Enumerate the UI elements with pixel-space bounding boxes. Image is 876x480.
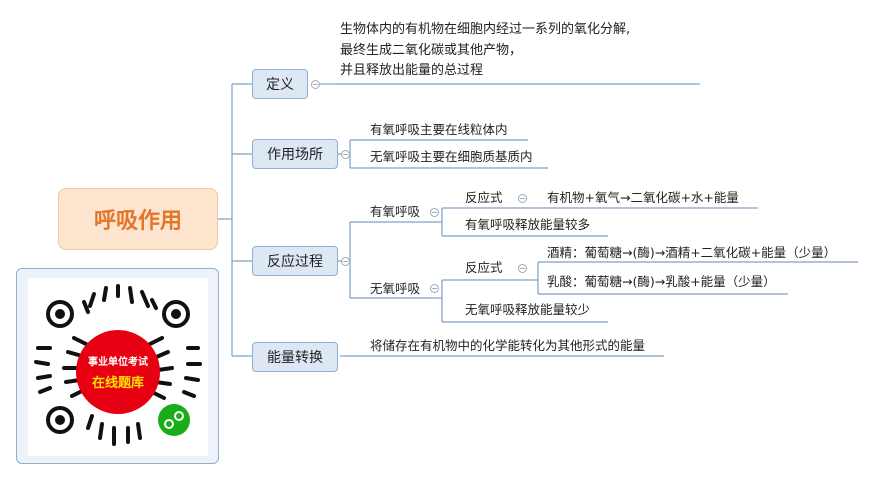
site-aerobic-text: 有氧呼吸主要在线粒体内 (370, 122, 508, 137)
aerobic-equation: 有机物+氧气→二氧化碳+水+能量 (547, 190, 739, 205)
collapse-icon[interactable]: − (518, 264, 527, 273)
node-definition-label: 定义 (266, 77, 294, 93)
node-energy-conversion[interactable]: 能量转换 (252, 342, 338, 372)
collapse-icon[interactable]: − (518, 194, 527, 203)
definition-text-line-3: 并且释放出能量的总过程 (340, 63, 484, 78)
aerobic-energy-text: 有氧呼吸释放能量较多 (465, 217, 591, 232)
central-topic-title: 呼吸作用 (93, 209, 182, 234)
anaerobic-lactic-equation: 乳酸：葡萄糖→(酶)→乳酸+能量（少量） (547, 274, 776, 289)
node-site[interactable]: 作用场所 (252, 139, 338, 169)
node-definition[interactable]: 定义 (252, 69, 308, 99)
node-energy-conversion-label: 能量转换 (267, 350, 323, 366)
site-anaerobic-text: 无氧呼吸主要在细胞质基质内 (370, 149, 533, 164)
central-topic: 呼吸作用 (58, 188, 218, 250)
node-process-label: 反应过程 (267, 254, 323, 270)
anaerobic-equation-label: 反应式 (465, 260, 503, 275)
definition-text-line-1: 生物体内的有机物在细胞内经过一系列的氧化分解, (340, 22, 631, 37)
energy-conversion-text: 将储存在有机物中的化学能转化为其他形式的能量 (370, 338, 646, 353)
node-process[interactable]: 反应过程 (252, 246, 338, 276)
qr-badge-line-2: 在线题库 (91, 376, 144, 391)
collapse-icon[interactable]: − (311, 80, 320, 89)
aerobic-label: 有氧呼吸 (370, 204, 421, 219)
qr-center-badge: 事业单位考试 在线题库 (76, 330, 160, 414)
aerobic-equation-label: 反应式 (465, 190, 503, 205)
node-site-label: 作用场所 (267, 147, 323, 163)
anaerobic-energy-text: 无氧呼吸释放能量较少 (465, 302, 591, 317)
collapse-icon[interactable]: − (341, 150, 350, 159)
qr-badge-line-1: 事业单位考试 (88, 357, 148, 368)
anaerobic-label: 无氧呼吸 (370, 281, 421, 296)
collapse-icon[interactable]: − (341, 257, 350, 266)
collapse-icon[interactable]: − (430, 284, 439, 293)
collapse-icon[interactable]: − (430, 208, 439, 217)
definition-text-line-2: 最终生成二氧化碳或其他产物， (340, 43, 523, 58)
anaerobic-alcohol-equation: 酒精：葡萄糖→(酶)→酒精+二氧化碳+能量（少量） (547, 245, 837, 260)
